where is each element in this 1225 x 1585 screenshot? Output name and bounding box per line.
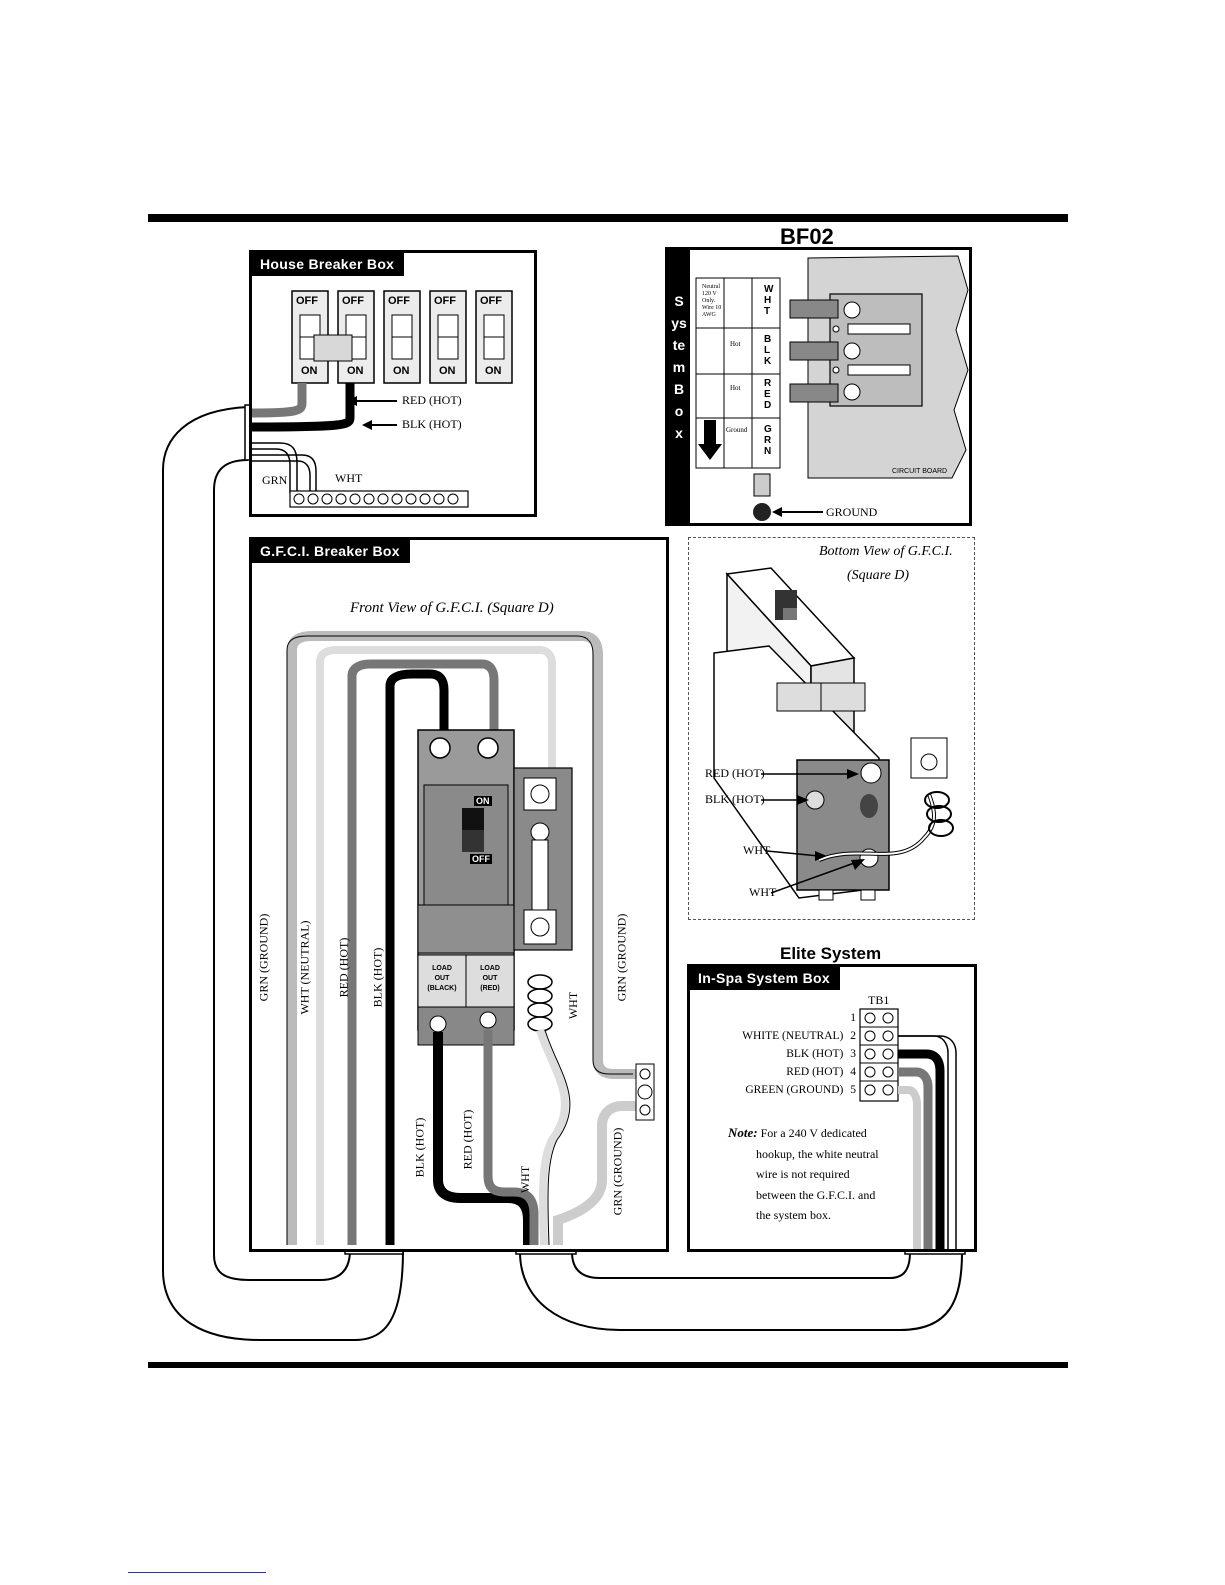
note-line-3: wire is not required <box>756 1167 850 1181</box>
terminal-row: WHITE (NEUTRAL) 2 <box>690 1027 860 1045</box>
breaker-2-on: ON <box>347 365 364 377</box>
sb-blk-label: BLK <box>764 334 772 367</box>
breaker-3-on: ON <box>393 365 410 377</box>
gfci-off-label: OFF <box>470 854 492 864</box>
load-out-black-line1: LOAD <box>432 965 452 972</box>
house-breaker-box: House Breaker Box <box>249 250 537 517</box>
terminal-row-label: RED (HOT) <box>786 1066 844 1078</box>
terminal-row-number: 4 <box>850 1066 856 1078</box>
breaker-row <box>291 290 513 384</box>
sb-hot2-note: Hot <box>730 384 741 392</box>
note-text-1: For a 240 V dedicated <box>760 1126 867 1140</box>
terminal-row-number: 1 <box>850 1012 856 1024</box>
terminal-row: 1 <box>690 1009 860 1027</box>
conduit-house-to-gfci <box>162 406 404 1341</box>
terminal-row-number: 3 <box>850 1048 856 1060</box>
terminal-row: RED (HOT) 4 <box>690 1063 860 1081</box>
load-out-black-line3: (BLACK) <box>427 985 457 992</box>
house-wht-label: WHT <box>335 471 363 485</box>
footer-link-underline[interactable] <box>128 1572 266 1573</box>
bottom-view-gfci-panel: Bottom View of G.F.C.I. (Square D) <box>688 537 975 920</box>
load-out-red-line2: OUT <box>482 975 498 982</box>
system-box-bf02: System Box WHT <box>665 247 972 526</box>
sb-ground-label: GROUND <box>826 505 878 519</box>
gfci-breaker-box: G.F.C.I. Breaker Box <box>249 537 669 1252</box>
sb-ground-note: Ground <box>726 426 748 434</box>
note-line-1: Note: For a 240 V dedicated <box>728 1123 918 1144</box>
note-label: Note: <box>728 1125 758 1140</box>
note-line-4: between the G.F.C.I. and <box>756 1187 876 1202</box>
terminal-row-label: GREEN (GROUND) <box>745 1084 844 1096</box>
load-out-black-label: LOAD OUT (BLACK) <box>420 964 464 994</box>
circuit-board-label: CIRCUIT BOARD <box>892 468 948 475</box>
breaker-5-on: ON <box>485 365 502 377</box>
terminal-row-number: 5 <box>850 1084 856 1096</box>
sb-red-label: RED <box>764 378 772 411</box>
red-hot-vertical-label: RED (HOT) <box>336 937 351 998</box>
bottom-wht2-label: WHT <box>749 885 777 899</box>
house-red-hot-label: RED (HOT) <box>402 393 462 407</box>
breaker-3-off: OFF <box>388 295 410 307</box>
load-out-red-label: LOAD OUT (RED) <box>468 964 512 994</box>
bottom-wht1-label: WHT <box>743 843 771 857</box>
blk-hot-lower-vertical-label: BLK (HOT) <box>412 1117 427 1178</box>
breaker-5-off: OFF <box>480 295 502 307</box>
top-rule <box>148 214 1068 222</box>
terminal-row-label: WHITE (NEUTRAL) <box>742 1030 844 1042</box>
house-blk-hot-label: BLK (HOT) <box>402 417 462 431</box>
sb-hot1-note: Hot <box>730 340 741 348</box>
note-line-5: the system box. <box>756 1208 831 1222</box>
sb-neutral-note: Neutral 120 V Only. Wire 10 AWG <box>702 284 722 318</box>
blk-hot-vertical-label: BLK (HOT) <box>370 947 385 1008</box>
in-spa-system-box: In-Spa System Box TB1 1 WHITE (NEUTRAL) … <box>687 964 977 1252</box>
terminal-row: BLK (HOT) 3 <box>690 1045 860 1063</box>
breaker-4-off: OFF <box>434 295 456 307</box>
wht-neutral-vertical-label: WHT (NEUTRAL) <box>297 920 312 1015</box>
system-box-vertical-bar <box>668 250 690 523</box>
grn-ground-lower-vertical-label: GRN (GROUND) <box>610 1127 625 1216</box>
sb-wht-label: WHT <box>764 284 774 317</box>
breaker-2-off: OFF <box>342 295 364 307</box>
wht-pigtail-vertical-label: WHT <box>566 991 581 1020</box>
grn-ground-right-vertical-label: GRN (GROUND) <box>614 913 629 1002</box>
elite-system-title: Elite System <box>780 944 882 963</box>
sb-grn-label: GRN <box>764 424 772 457</box>
house-grn-label: GRN <box>262 473 288 487</box>
system-box-vertical-label: System Box <box>671 293 687 441</box>
bf02-title: BF02 <box>780 224 834 249</box>
bottom-rule <box>148 1362 1068 1368</box>
gfci-on-label: ON <box>474 796 492 806</box>
load-out-black-line2: OUT <box>434 975 450 982</box>
load-out-red-line1: LOAD <box>480 965 500 972</box>
conduit-gfci-to-spa <box>519 1251 963 1331</box>
terminal-row-label: BLK (HOT) <box>786 1048 844 1060</box>
house-breaker-box-tab: House Breaker Box <box>252 253 405 276</box>
front-view-title: Front View of G.F.C.I. (Square D) <box>350 600 554 616</box>
note-line-2: hookup, the white neutral <box>756 1146 879 1161</box>
installation-note: Note: For a 240 V dedicated hookup, the … <box>728 1123 918 1226</box>
wht-lower-vertical-label: WHT <box>518 1165 533 1194</box>
load-out-red-line3: (RED) <box>480 985 500 992</box>
terminal-row: GREEN (GROUND) 5 <box>690 1081 860 1099</box>
terminal-rows: 1 WHITE (NEUTRAL) 2 BLK (HOT) 3 RED (HOT… <box>690 1009 860 1099</box>
terminal-row-number: 2 <box>850 1030 856 1042</box>
bottom-view-title-line1: Bottom View of G.F.C.I. <box>819 544 953 559</box>
breaker-1-on: ON <box>301 365 318 377</box>
grn-ground-vertical-label: GRN (GROUND) <box>256 913 271 1002</box>
tb1-label: TB1 <box>868 993 890 1007</box>
red-hot-lower-vertical-label: RED (HOT) <box>460 1109 475 1170</box>
breaker-4-on: ON <box>439 365 456 377</box>
bottom-blk-hot-label: BLK (HOT) <box>705 792 765 806</box>
bottom-view-title-line2: (Square D) <box>847 568 910 583</box>
bottom-red-hot-label: RED (HOT) <box>705 766 765 780</box>
gfci-breaker-box-tab: G.F.C.I. Breaker Box <box>252 540 410 563</box>
breaker-1-off: OFF <box>296 295 318 307</box>
in-spa-system-box-tab: In-Spa System Box <box>690 967 840 990</box>
